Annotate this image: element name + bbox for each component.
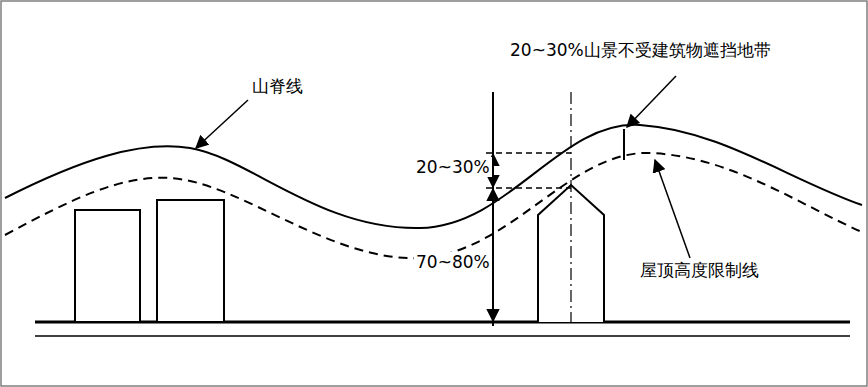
leader-line	[655, 160, 690, 258]
dimension-arrow	[492, 154, 494, 168]
dimension-arrow	[492, 172, 494, 187]
dimension-guide	[486, 187, 571, 188]
leader-line	[627, 76, 676, 127]
dimension-label: 20~30%	[414, 157, 492, 177]
dimension-arrow	[492, 189, 494, 205]
zone-label: 20~30%山景不受建筑物遮挡地带	[508, 40, 773, 60]
ground-line	[35, 335, 850, 337]
limit-line-label: 屋顶高度限制线	[638, 260, 761, 280]
dimension-line	[492, 92, 494, 326]
zone-bar	[623, 129, 625, 160]
dimension-label: 70~80%	[414, 252, 492, 272]
dimension-guide	[486, 152, 571, 153]
dimension-arrow	[492, 305, 494, 321]
ridge-label: 山脊线	[250, 76, 305, 96]
center-line	[570, 92, 571, 322]
building	[157, 200, 224, 322]
building	[75, 210, 140, 322]
leader-line	[196, 100, 248, 148]
